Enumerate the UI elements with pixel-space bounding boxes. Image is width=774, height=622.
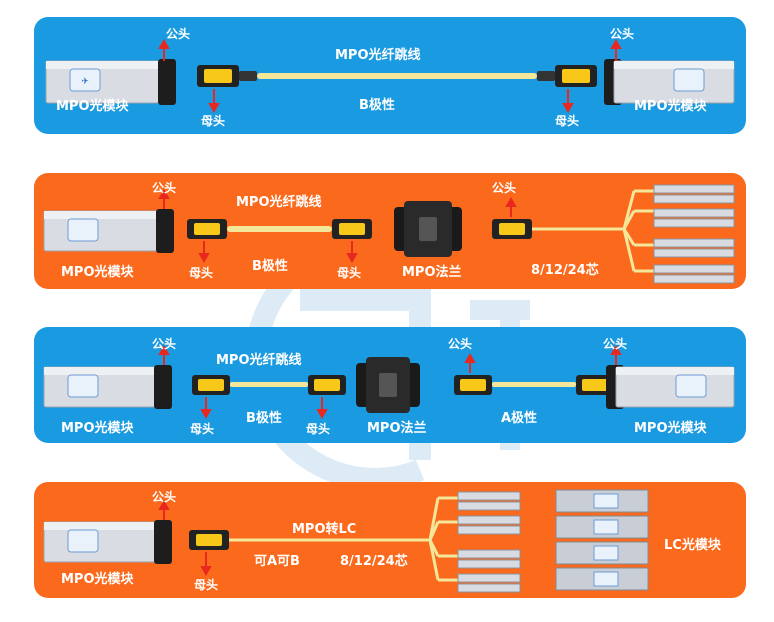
label-module-right: MPO光模块	[634, 421, 707, 436]
label-polarity-b: B极性	[246, 411, 282, 426]
label-female-right: 母头	[337, 266, 362, 280]
label-cable: MPO光纤跳线	[216, 353, 302, 368]
breakout-fibers	[229, 496, 458, 582]
label-female-left: 母头	[194, 578, 219, 592]
label-cable: MPO转LC	[292, 522, 357, 537]
mpo-module-right	[606, 365, 735, 409]
label-polarity: B极性	[252, 259, 288, 274]
mpo-connector-3	[454, 375, 492, 395]
label-cable: MPO光纤跳线	[335, 48, 421, 63]
label-male-left: 公头	[166, 27, 191, 41]
svg-text:✈: ✈	[81, 76, 89, 86]
mpo-connector-2	[332, 219, 372, 239]
fiber-cable-b	[230, 382, 308, 387]
label-fiber-count: 8/12/24芯	[531, 263, 599, 278]
mpo-module-left	[43, 365, 172, 409]
mpo-adapter	[356, 357, 420, 413]
label-male-right: 公头	[610, 27, 635, 41]
label-male-left: 公头	[152, 490, 177, 504]
label-female-left: 母头	[189, 266, 214, 280]
mpo-connector-left	[197, 65, 257, 87]
label-cable: MPO光纤跳线	[236, 195, 322, 210]
mpo-connector-right	[537, 65, 597, 87]
label-female-left: 母头	[201, 114, 226, 128]
mpo-module-right	[604, 59, 735, 105]
label-male-right: 公头	[492, 181, 517, 195]
label-module-left: MPO光模块	[56, 99, 129, 114]
panel-mpo-to-breakout: 公头 MPO光纤跳线 公头 MPO光模块 母头 B极性 母头 MPO法兰 8/1…	[34, 173, 746, 289]
label-male-left: 公头	[152, 181, 177, 195]
mpo-connector	[189, 530, 229, 550]
mpo-connector-3	[492, 219, 532, 239]
red-arrows	[158, 188, 517, 264]
lc-connectors	[457, 491, 521, 593]
breakout-fibers	[532, 189, 654, 273]
panel-mpo-to-lc: 公头 MPO转LC 可A可B 8/12/24芯 LC光模块 MPO光模块 母头	[34, 482, 746, 598]
mpo-connector-2	[308, 375, 346, 395]
mpo-module-left	[43, 209, 174, 253]
mpo-adapter	[394, 201, 462, 257]
fiber-cable	[227, 226, 332, 232]
red-arrows	[158, 38, 622, 114]
label-male-right: 公头	[603, 337, 628, 351]
lc-connectors	[653, 184, 735, 284]
label-module-right: MPO光模块	[634, 99, 707, 114]
label-adapter: MPO法兰	[367, 421, 427, 436]
label-female-right: 母头	[555, 114, 580, 128]
label-module-left: MPO光模块	[61, 265, 134, 280]
label-polarity-a: A极性	[501, 411, 538, 426]
mpo-connector-1	[192, 375, 230, 395]
label-male-left: 公头	[152, 337, 177, 351]
mpo-module-left	[43, 520, 172, 564]
label-module-left: MPO光模块	[61, 572, 134, 587]
panel-mpo-direct: ✈ 公头 公头 MPO	[34, 17, 746, 134]
fiber-cable-a	[492, 382, 576, 387]
red-arrows	[158, 499, 212, 577]
label-female-mid: 母头	[306, 422, 331, 436]
red-arrows	[158, 344, 622, 420]
label-polarity: 可A可B	[254, 554, 300, 569]
mpo-connector-1	[187, 219, 227, 239]
label-fiber-count: 8/12/24芯	[340, 554, 408, 569]
mpo-module-left: ✈	[45, 59, 176, 105]
label-female-left: 母头	[190, 422, 215, 436]
label-lc-module: LC光模块	[664, 538, 721, 553]
lc-modules	[555, 489, 649, 591]
fiber-cable	[257, 73, 537, 79]
label-module-left: MPO光模块	[61, 421, 134, 436]
label-male-mid: 公头	[448, 337, 473, 351]
label-adapter: MPO法兰	[402, 265, 462, 280]
label-polarity: B极性	[359, 98, 395, 113]
panel-mpo-polarity-mix: 公头 MPO光纤跳线 公头 公头 B极性 A极性 MPO光模块 母头 母头 MP…	[34, 327, 746, 443]
mpo-connector-4	[576, 375, 614, 395]
